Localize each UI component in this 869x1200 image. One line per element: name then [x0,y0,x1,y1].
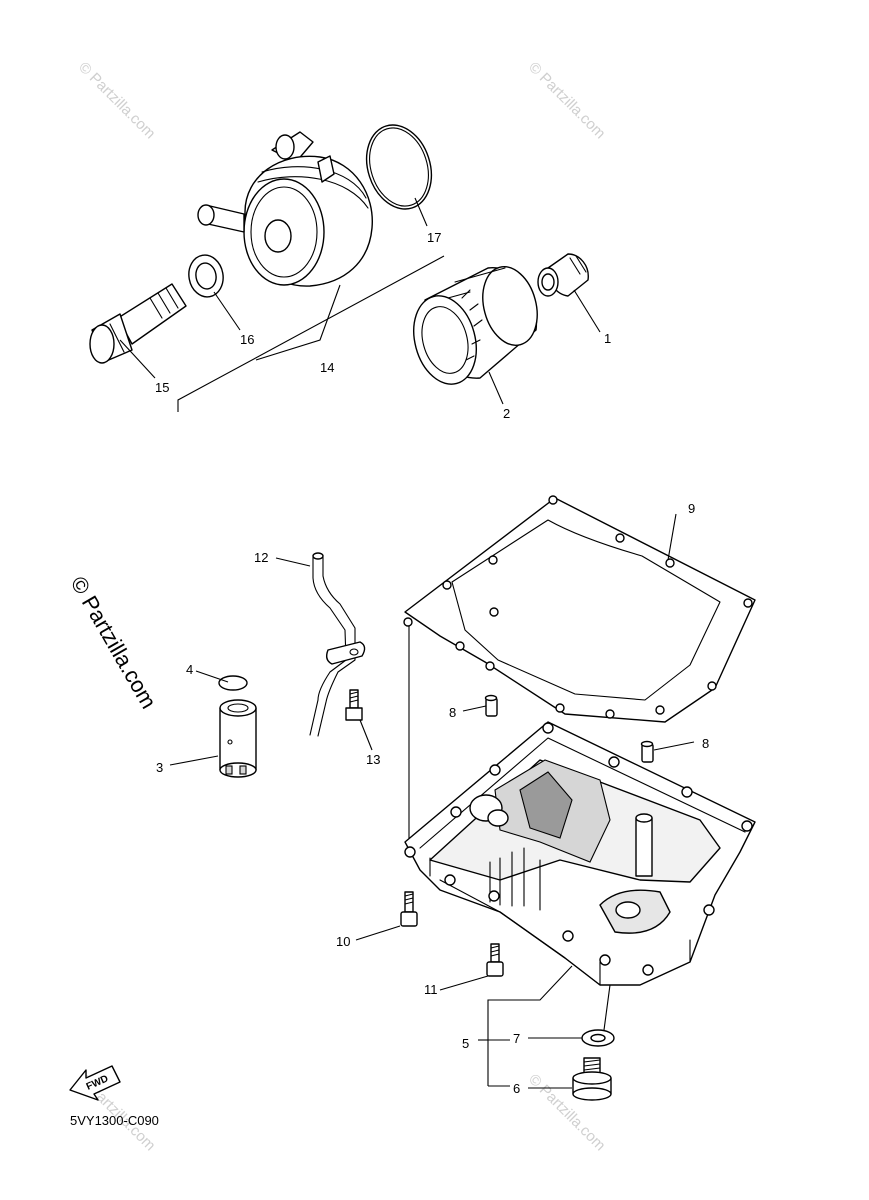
part-8-dowel-pin[interactable] [484,694,498,717]
callout-8: 8 [449,705,456,720]
part-5-oil-pan[interactable] [404,721,756,986]
part-10-bolt[interactable] [400,891,418,927]
part-1-fitting[interactable] [537,253,589,297]
gasket-bolt-holes [403,495,753,719]
part-17-o-ring[interactable] [356,117,442,218]
callout-11: 11 [424,982,438,997]
watermark-text: © Partzilla.com [75,59,158,142]
callout-16: 16 [240,332,254,347]
callout-8: 8 [702,736,709,751]
part-2-oil-filter[interactable] [404,261,545,392]
leader-lines [119,197,695,1089]
part-8-dowel-pin[interactable] [640,740,654,763]
part-15-union-bolt[interactable] [89,283,187,364]
callout-10: 10 [336,934,350,949]
callout-6: 6 [513,1081,520,1096]
callout-7: 7 [513,1031,520,1046]
part-14-oil-cooler[interactable] [197,131,373,287]
callout-14: 14 [320,360,334,375]
callout-13: 13 [366,752,380,767]
callout-2: 2 [503,406,510,421]
pan-bolt-bosses [404,722,753,976]
callout-3: 3 [156,760,163,775]
part-12-oil-pipe[interactable] [309,552,366,737]
callout-17: 17 [427,230,441,245]
watermark-text: © Partzilla.com [66,572,162,713]
part-11-bolt[interactable] [486,943,504,977]
part-6-drain-bolt[interactable] [572,1057,612,1101]
callout-9: 9 [688,501,695,516]
part-16-gasket[interactable] [186,252,227,299]
callout-15: 15 [155,380,169,395]
part-9-oil-pan-gasket[interactable] [403,495,756,723]
part-13-bolt[interactable] [345,689,363,721]
callout-labels: 1 2 3 4 5 6 7 8 8 9 10 11 12 13 14 15 16… [155,230,709,1096]
part-7-gasket-washer[interactable] [581,1029,615,1047]
part-3-strainer[interactable] [219,699,257,778]
callout-1: 1 [604,331,611,346]
part-4-o-ring[interactable] [218,675,248,691]
callout-12: 12 [254,550,268,565]
diagram-code: 5VY1300-C090 [70,1113,159,1128]
callout-4: 4 [186,662,193,677]
watermark-text: © Partzilla.com [525,59,608,142]
fwd-arrow-icon: FWD [69,1065,121,1101]
callout-5: 5 [462,1036,469,1051]
